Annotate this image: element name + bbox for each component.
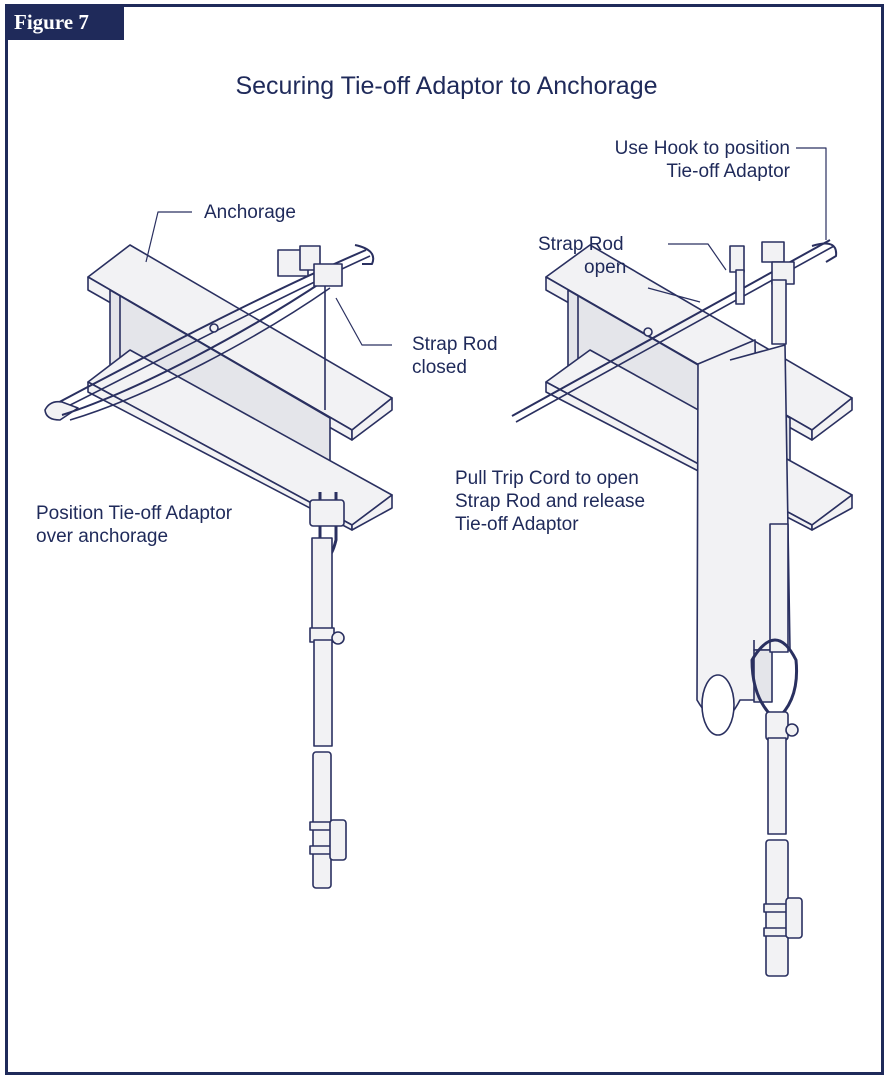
label-use-hook-line1: Use Hook to position [614,138,790,159]
label-strap-rod-open-line1: Strap Rod [538,234,624,255]
label-strap-rod-closed-line2: closed [412,357,467,378]
label-pull-line3: Tie-off Adaptor [455,514,579,535]
left-pole [310,492,346,888]
label-pull-line2: Strap Rod and release [455,491,646,512]
label-strap-rod-open-line2: open [584,257,627,278]
leader-lines [146,148,826,345]
left-adaptor [45,245,373,420]
label-position-line1: Position Tie-off Adaptor [36,503,233,524]
label-strap-rod-open: Strap Rod open [538,233,626,279]
label-pull-line1: Pull Trip Cord to open [455,468,639,489]
figure-frame [5,4,884,1075]
right-pole [752,280,802,976]
label-use-hook: Use Hook to position Tie-off Adaptor [560,137,790,183]
label-use-hook-line2: Tie-off Adaptor [666,161,790,182]
label-pull-trip-cord: Pull Trip Cord to open Strap Rod and rel… [455,467,645,536]
label-strap-rod-closed: Strap Rod closed [412,333,498,379]
label-position-adaptor: Position Tie-off Adaptor over anchorage [36,502,232,548]
figure-title: Securing Tie-off Adaptor to Anchorage [235,72,658,100]
label-anchorage: Anchorage [204,202,296,223]
left-i-beam [88,245,392,530]
label-strap-rod-closed-line1: Strap Rod [412,334,498,355]
right-adaptor [512,240,836,422]
label-position-line2: over anchorage [36,526,169,547]
figure-tag: Figure 7 [5,4,124,40]
